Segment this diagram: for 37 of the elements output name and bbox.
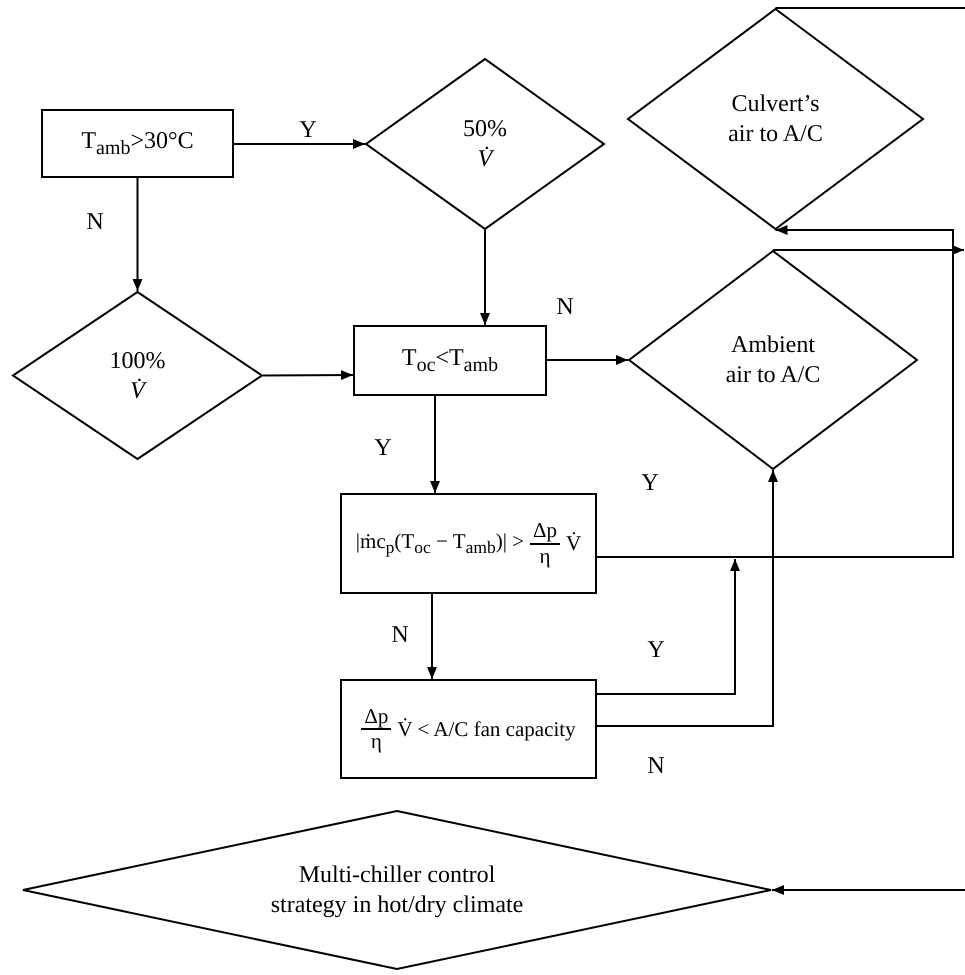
arrow [597,559,740,695]
arrow [773,245,964,255]
arrow [480,230,490,325]
arrow [597,225,954,558]
formula-text: V̇ < A/C fan capacity [397,716,576,742]
node-label: Culvert’s air to A/C [727,90,824,149]
node-label: V̇ [478,145,492,174]
arrow [597,470,778,727]
process-box [353,325,547,396]
node-label: 50% [463,115,507,144]
fraction-numerator: Δp [361,704,392,730]
decision-diamond [627,8,924,230]
fraction-denominator: η [540,544,550,568]
arrow [263,370,353,380]
process-box [340,679,597,779]
process-box [340,493,597,594]
process-box [41,109,234,178]
decision-diamond [628,250,918,470]
arrow [430,396,440,493]
decision-diamond [12,291,263,460]
decision-diamond [22,810,772,970]
decision-diamond [365,58,605,230]
node-label: Ambient air to A/C [724,331,822,390]
node-label: Multi-chiller control strategy in hot/dry climate [270,861,524,920]
arrow [427,594,437,679]
formula-text: V̇ [566,531,582,556]
node-label: V̇ [130,376,145,406]
arrow [234,139,365,149]
arrow [132,178,142,291]
node-label: 100% [110,346,166,376]
formula-text: |ṁc$_{p}$(T$_{oc}$ − T$_{amb}$)| > [356,528,524,558]
arrow [772,885,965,895]
node-label: T$_{oc}$<T$_{amb}$ [402,344,498,378]
arrow [547,355,628,365]
fraction-numerator: Δp [530,519,560,544]
node-label: T$_{amb}$>30°C [81,127,194,161]
fraction-denominator: η [370,730,382,754]
